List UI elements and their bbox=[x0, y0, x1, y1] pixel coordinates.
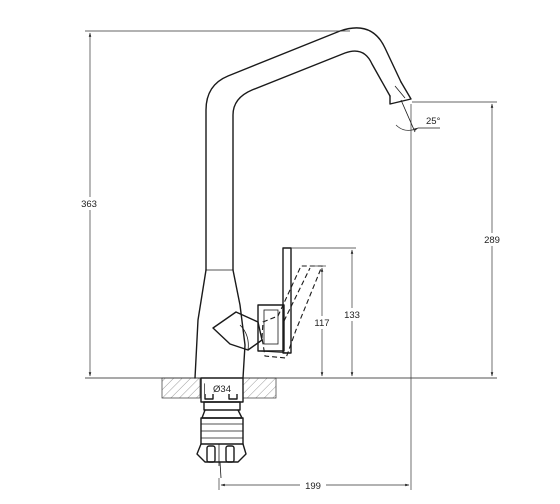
dim-spout-reach: 199 bbox=[218, 104, 412, 492]
spout bbox=[205, 27, 412, 271]
dim-lever-height: 117 bbox=[310, 265, 336, 377]
dim-handle-height: 133 bbox=[291, 247, 366, 377]
label-spout-angle: 25° bbox=[426, 116, 441, 127]
handle-lever bbox=[257, 247, 292, 354]
label-total-height: 363 bbox=[81, 199, 97, 210]
dim-spout-height: 289 bbox=[412, 101, 506, 377]
faucet-body bbox=[194, 269, 263, 379]
label-spout-height: 289 bbox=[484, 235, 500, 246]
label-spout-reach: 199 bbox=[305, 481, 321, 492]
dim-base-diameter: Ø34 bbox=[205, 381, 239, 395]
label-base-diameter: Ø34 bbox=[213, 384, 231, 395]
dim-spout-angle: 25° bbox=[395, 99, 441, 133]
countertop-section bbox=[161, 377, 277, 399]
base-connector bbox=[196, 377, 247, 479]
dim-total-height: 363 bbox=[76, 30, 350, 377]
label-lever-height: 117 bbox=[314, 318, 329, 329]
label-handle-height: 133 bbox=[344, 310, 360, 321]
